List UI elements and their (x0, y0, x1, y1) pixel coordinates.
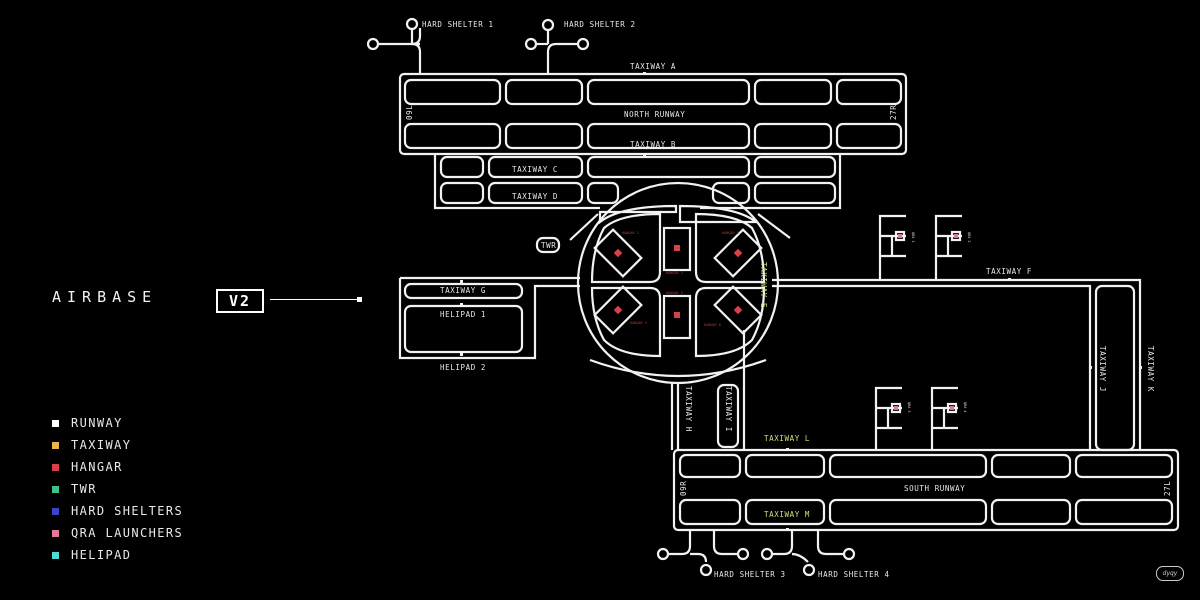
hard-shelter-4-label: HARD SHELTER 4 (818, 570, 890, 579)
legend-label: HANGAR (71, 460, 123, 474)
legend-swatch (52, 441, 59, 449)
legend-swatch (52, 463, 59, 471)
legend-label: HELIPAD (71, 548, 132, 562)
qra-3-label: QRA 3 (907, 402, 911, 413)
legend-item-qra-launchers: QRA LAUNCHERS (52, 522, 183, 544)
taxiway-m-label: TAXIWAY M (764, 510, 810, 519)
rwy-09r-label: 09R (679, 481, 688, 496)
map-legend: RUNWAY TAXIWAY HANGAR TWR HARD SHELTERS … (52, 412, 183, 566)
hard-shelter-3-group: HARD SHELTER 3 (656, 530, 786, 579)
taxiway-h-label: TAXIWAY H (684, 386, 693, 432)
legend-label: HARD SHELTERS (71, 504, 184, 518)
legend-label: QRA LAUNCHERS (71, 526, 184, 540)
version-badge: V2 (216, 289, 264, 313)
taxiway-k-label: TAXIWAY K (1146, 346, 1155, 392)
south-runway-label: SOUTH RUNWAY (904, 484, 965, 493)
legend-label: TWR (71, 482, 97, 496)
legend-label: TAXIWAY (71, 438, 132, 452)
hard-shelter-1-label: HARD SHELTER 1 (422, 20, 494, 29)
taxiway-f-label: TAXIWAY F (986, 267, 1032, 276)
north-runway-complex: TAXIWAY A NORTH RUNWAY 09L 27R TAXIWAY B… (398, 62, 908, 210)
qra-2-label: QRA 2 (967, 232, 971, 243)
rwy-27l-label: 27L (1163, 481, 1172, 496)
east-taxiway-complex: TAXIWAY F TAXIWAY J TAXIWAY K QRA 1 QRA … (772, 214, 1155, 452)
taxiway-l-label: TAXIWAY L (764, 434, 810, 443)
hangar-5-label: HANGAR 5 (666, 291, 683, 295)
taxiway-e-label: TAXIWAY E (759, 262, 768, 308)
legend-item-helipad: HELIPAD (52, 544, 183, 566)
hangar-3-label: HANGAR 3 (722, 231, 739, 235)
hard-shelter-2-label: HARD SHELTER 2 (564, 20, 636, 29)
legend-item-hard-shelters: HARD SHELTERS (52, 500, 183, 522)
qra-4-label: QRA 4 (963, 402, 967, 413)
central-apron: HANGAR 1 HANGAR 2 HANGAR 3 HANGAR 4 HANG… (569, 181, 791, 385)
qra-1-label: QRA 1 (911, 232, 915, 243)
hangar-1-label: HANGAR 1 (622, 231, 639, 235)
taxiway-h-i: TAXIWAY H TAXIWAY I (670, 330, 746, 450)
legend-item-runway: RUNWAY (52, 412, 183, 434)
airbase-title: AIRBASE (52, 288, 158, 306)
south-runway-complex: TAXIWAY L SOUTH RUNWAY 09R 27L TAXIWAY M (672, 434, 1180, 532)
qra-3-4-group: QRA 3 QRA 4 (874, 386, 967, 450)
helipad-2-label: HELIPAD 2 (440, 363, 486, 372)
rwy-27r-label: 27R (889, 105, 898, 120)
hard-shelter-4-group: HARD SHELTER 4 (760, 530, 890, 579)
hangar-6-label: HANGAR 6 (704, 323, 721, 327)
helipad-complex: TAXIWAY G HELIPAD 1 HELIPAD 2 (398, 276, 580, 372)
control-tower: TWR (535, 236, 561, 254)
legend-swatch (52, 551, 59, 559)
legend-item-hangar: HANGAR (52, 456, 183, 478)
taxiway-g-label: TAXIWAY G (440, 286, 486, 295)
taxiway-c-label: TAXIWAY C (512, 165, 558, 174)
hangar-2-label: HANGAR 2 (666, 271, 683, 275)
hard-shelter-3-label: HARD SHELTER 3 (714, 570, 786, 579)
author-signature-logo: dyqy (1156, 566, 1184, 581)
title-connector-dot (357, 297, 362, 302)
title-connector-line (270, 299, 358, 300)
taxiway-d-label: TAXIWAY D (512, 192, 558, 201)
taxiway-a-label: TAXIWAY A (630, 62, 676, 71)
legend-swatch (52, 529, 59, 537)
taxiway-b-label: TAXIWAY B (630, 140, 676, 149)
rwy-09l-label: 09L (405, 105, 414, 120)
legend-swatch (52, 485, 59, 493)
hard-shelter-1-group: HARD SHELTER 1 (366, 17, 494, 74)
legend-item-taxiway: TAXIWAY (52, 434, 183, 456)
taxiway-j-label: TAXIWAY J (1098, 346, 1107, 392)
legend-label: RUNWAY (71, 416, 123, 430)
legend-item-twr: TWR (52, 478, 183, 500)
north-runway-label: NORTH RUNWAY (624, 110, 685, 119)
legend-swatch (52, 507, 59, 515)
hangar-4-label: HANGAR 4 (630, 321, 647, 325)
helipad-1-label: HELIPAD 1 (440, 310, 486, 319)
taxiway-i-label: TAXIWAY I (724, 386, 733, 432)
twr-label: TWR (541, 241, 556, 250)
hard-shelter-2-group: HARD SHELTER 2 (524, 18, 636, 74)
legend-swatch (52, 419, 59, 427)
